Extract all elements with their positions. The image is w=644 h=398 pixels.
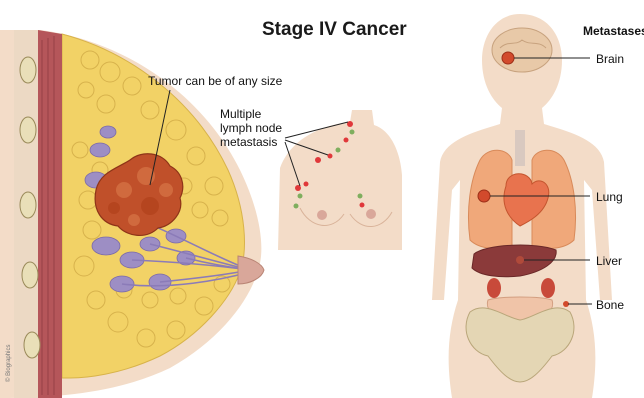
site-label-liver: Liver	[596, 254, 622, 268]
brain-icon	[492, 28, 552, 72]
kidney-right-icon	[541, 278, 555, 298]
site-label-bone: Bone	[596, 298, 624, 312]
lymph-label-line1: Multiple	[220, 107, 261, 121]
image-credit: © Biographics	[6, 345, 12, 382]
chest-nipple-right	[366, 209, 376, 219]
page-title: Stage IV Cancer	[262, 19, 407, 41]
lymph-label-line2: lymph node	[220, 121, 282, 135]
body-illustration	[432, 14, 612, 398]
trachea	[515, 130, 525, 166]
site-label-brain: Brain	[596, 52, 624, 66]
chest-illustration	[278, 110, 402, 250]
site-label-lung: Lung	[596, 190, 623, 204]
lymph-label-line3: metastasis	[220, 135, 277, 149]
metastases-header: Metastases	[583, 24, 644, 38]
brain-metastasis	[502, 52, 514, 64]
tumor-label: Tumor can be of any size	[148, 74, 282, 88]
kidney-left-icon	[487, 278, 501, 298]
chest-torso	[278, 110, 402, 250]
lung-metastasis	[478, 190, 490, 202]
liver-metastasis	[516, 256, 524, 264]
chest-nipple-left	[317, 210, 327, 220]
